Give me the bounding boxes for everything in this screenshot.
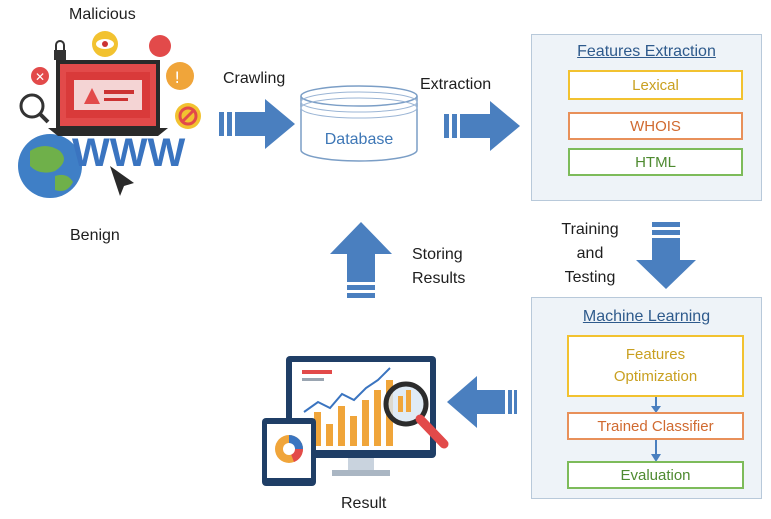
alert-icon — [166, 62, 194, 90]
database-label: Database — [324, 131, 394, 148]
features-optimization-box: Features Optimization — [567, 335, 744, 397]
training-line1: Training — [561, 221, 619, 238]
globe-icon — [18, 134, 82, 198]
laptop-icon — [48, 60, 168, 136]
extraction-arrow — [444, 101, 520, 151]
storing-line2: Results — [412, 270, 466, 287]
web-security-illustration: WWW ✕ ! — [18, 31, 201, 198]
cursor-icon — [110, 166, 134, 196]
ml-arrow-1 — [651, 397, 661, 413]
result-label: Result — [341, 495, 387, 512]
svg-text:!: ! — [174, 68, 180, 87]
optimization-line1: Features — [625, 346, 686, 363]
trained-classifier-box: Trained Classifier — [567, 412, 744, 440]
training-line2: and — [576, 245, 604, 262]
tablet-icon — [262, 418, 316, 486]
malicious-label: Malicious — [69, 6, 136, 23]
extraction-label: Extraction — [420, 76, 492, 93]
optimization-line2: Optimization — [613, 368, 698, 385]
feature-whois: WHOIS — [568, 112, 743, 140]
training-arrow — [636, 222, 696, 289]
machine-learning-title: Machine Learning — [582, 308, 711, 325]
bug-icon — [149, 35, 171, 57]
crawling-arrow — [219, 99, 295, 149]
analytics-dashboard-illustration — [262, 356, 449, 486]
error-icon — [31, 67, 49, 85]
www-icon: WWW — [72, 131, 186, 175]
training-line3: Testing — [564, 269, 616, 286]
evaluation-box: Evaluation — [567, 461, 744, 489]
training-label: Training and Testing — [550, 218, 630, 290]
database-icon — [300, 85, 418, 162]
storing-arrow — [330, 222, 392, 298]
feature-html: HTML — [568, 148, 743, 176]
benign-label: Benign — [70, 227, 120, 244]
ml-arrow-2 — [651, 440, 661, 462]
features-extraction-title: Features Extraction — [577, 43, 716, 60]
magnifier-icon — [383, 381, 449, 449]
search-icon — [19, 93, 45, 119]
feature-lexical: Lexical — [568, 70, 743, 100]
result-arrow — [447, 376, 517, 428]
svg-text:✕: ✕ — [35, 70, 45, 84]
lock-icon — [54, 50, 66, 60]
crawling-label: Crawling — [223, 70, 286, 87]
storing-line1: Storing — [412, 246, 463, 263]
storing-label: Storing Results — [412, 243, 465, 291]
